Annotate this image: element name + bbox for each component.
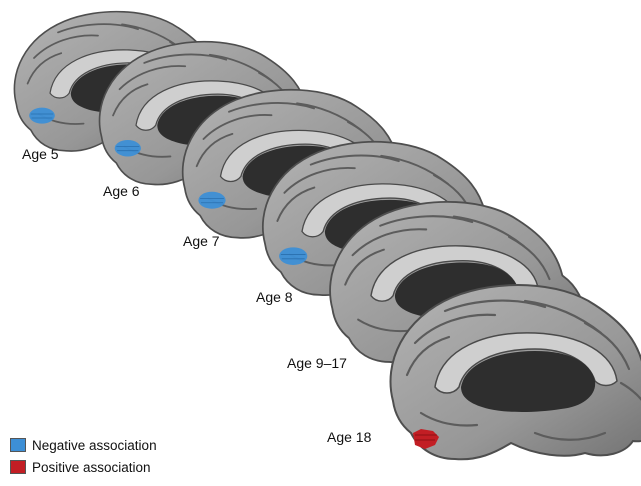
legend-negative: Negative association: [10, 434, 157, 456]
negative-association-region: [29, 108, 55, 124]
age-label-18: Age 18: [327, 429, 371, 445]
brain-slice: [391, 285, 641, 459]
age-label-6: Age 6: [103, 183, 140, 199]
age-label-9-17: Age 9–17: [287, 355, 347, 371]
negative-swatch: [10, 438, 26, 452]
age-label-8: Age 8: [256, 289, 293, 305]
negative-association-region: [279, 247, 307, 265]
negative-association-region: [115, 140, 141, 156]
positive-label: Positive association: [32, 460, 151, 475]
legend-positive: Positive association: [10, 456, 157, 478]
negative-association-region: [198, 192, 225, 209]
age-label-5: Age 5: [22, 146, 59, 162]
positive-swatch: [10, 460, 26, 474]
legend: Negative association Positive associatio…: [10, 434, 157, 478]
age-label-7: Age 7: [183, 233, 220, 249]
negative-label: Negative association: [32, 438, 157, 453]
